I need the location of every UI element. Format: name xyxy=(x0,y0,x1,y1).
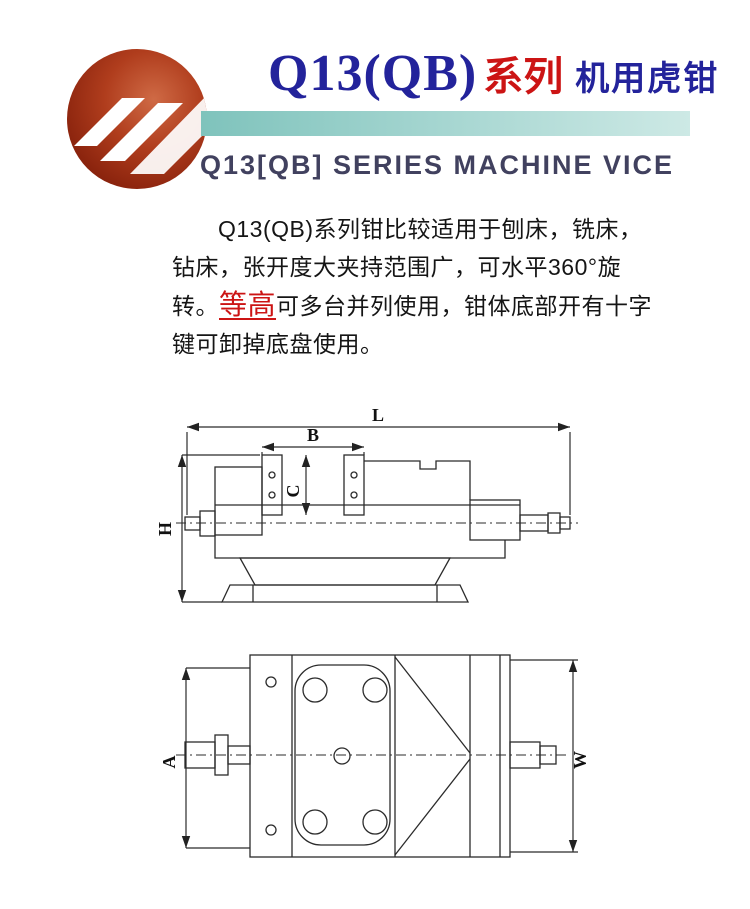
product-name: 机用虎钳 xyxy=(575,60,720,98)
product-description: Q13(QB)系列钳比较适用于刨床，铣床，钻床，张开度大夹持范围广，可水平360… xyxy=(172,210,654,363)
top-view-vice-outline xyxy=(184,654,557,858)
dim-label-length-l: L xyxy=(372,405,384,425)
side-view-vice-outline xyxy=(184,454,571,603)
description-part1: Q13(QB)系列钳比较适用于刨床，铣床，钻床，张开度大夹持范围广，可水平360… xyxy=(172,216,643,319)
dim-label-height-h: H xyxy=(158,522,175,536)
teal-divider-bar xyxy=(201,111,690,136)
side-view-diagram: L B C H xyxy=(158,405,578,603)
logo-swoosh xyxy=(74,94,207,174)
top-view-diagram: A W xyxy=(159,654,590,858)
dim-label-width-w: W xyxy=(570,751,590,769)
dim-label-base-a: A xyxy=(159,756,179,769)
page-title: Q13(QB) 系列 机用虎钳 xyxy=(268,44,719,103)
description-part2: 可多台并列使用，钳体底部开有十字键可卸掉底盘使用。 xyxy=(172,293,653,357)
dim-label-depth-c: C xyxy=(283,485,303,498)
brand-logo-icon xyxy=(67,49,207,189)
model-number: Q13(QB) xyxy=(268,45,478,102)
top-view-dimension-lines xyxy=(181,659,578,853)
english-title: Q13[QB] SERIES MACHINE VICE xyxy=(200,150,675,180)
series-label: 系列 xyxy=(483,55,564,99)
description-highlight: 等高 xyxy=(219,289,277,320)
side-view-dimension-lines xyxy=(177,422,571,603)
dim-label-jaw-b: B xyxy=(307,425,319,445)
